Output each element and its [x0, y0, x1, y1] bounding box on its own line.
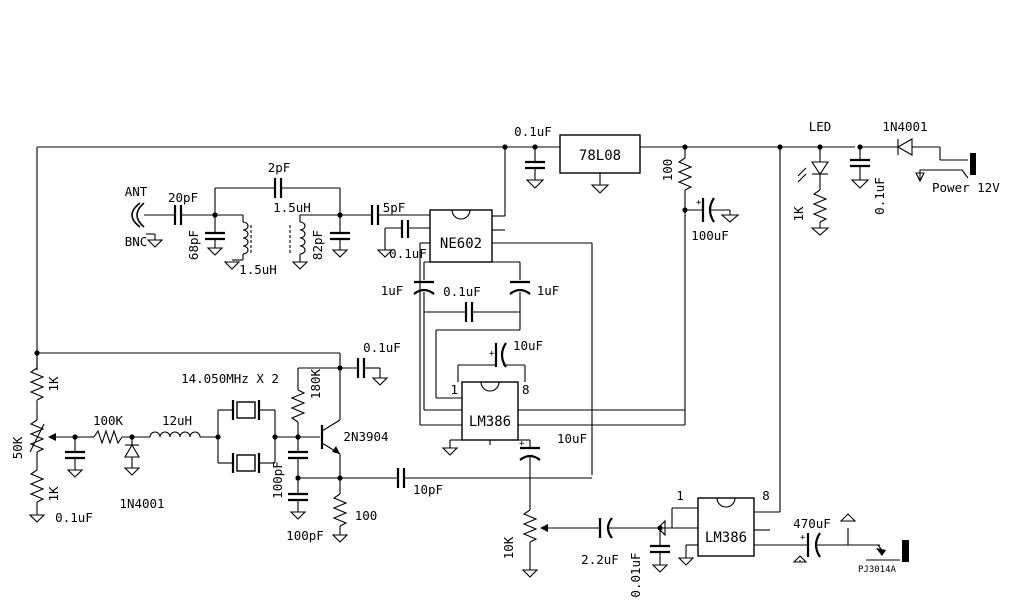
mix-out-cap-left-label: 1uF: [381, 283, 404, 298]
amp1-pin8: 8: [522, 382, 530, 397]
led-resistor-label: 1K: [791, 206, 806, 222]
ant-cap-label: 20pF: [168, 190, 198, 205]
regulator-label: 78L08: [579, 148, 621, 164]
tune-pot-label: 50K: [10, 436, 25, 459]
crystal-label: 14.050MHz X 2: [181, 371, 279, 386]
dec-resistor-label: 100: [660, 159, 675, 182]
tank1-cap-label: 68pF: [186, 230, 201, 260]
regulator-78l08: 78L08 0.1uF: [514, 124, 641, 194]
mix-out-cap-mid-label: 0.1uF: [443, 284, 481, 299]
audio-amp-2: LM386 1 8 470uF + PJ3014A: [657, 147, 909, 575]
transistor-label: 2N3904: [343, 429, 388, 444]
decouple-network: 100 100uF +: [660, 147, 740, 425]
mixer-bypass-cap-label: 0.1uF: [389, 246, 427, 261]
varactor-label: 1N4001: [119, 496, 164, 511]
amp2-label: LM386: [705, 530, 747, 546]
bias-resistor-label: 180K: [308, 368, 323, 399]
led-label: LED: [809, 119, 832, 134]
power-diode-label: 1N4001: [882, 119, 927, 134]
bnc-label: BNC: [125, 234, 148, 249]
crystal-oscillator: 14.050MHz X 2 180K 2N3904: [181, 340, 592, 543]
inductor2-label: 1.5uH: [273, 200, 311, 215]
varactor-resistor-label: 100K: [93, 413, 124, 428]
svg-text:+: +: [800, 533, 806, 543]
mixer-output-network: 1uF 1uF 0.1uF: [381, 280, 560, 411]
amp1-out-cap-label: 10uF: [557, 431, 587, 446]
power-cap-label: 0.1uF: [872, 177, 887, 215]
audio-amp-1: LM386 1 8 10uF + 10uF +: [441, 338, 685, 510]
osc-out-cap-label: 10pF: [413, 482, 443, 497]
osc-bypass-cap-label: 0.1uF: [363, 340, 401, 355]
volume-pot-label: 10K: [501, 536, 516, 559]
mix-out-cap-right-label: 1uF: [537, 283, 560, 298]
svg-text:+: +: [696, 198, 702, 208]
power-section: LED 1K 0.1uF 1N4001 Power 12V: [791, 119, 1000, 236]
amp2-in-cap-label: 0.01uF: [628, 552, 643, 597]
coupling-cap-label: 2pF: [268, 160, 291, 175]
amp1-pin1: 1: [450, 382, 458, 397]
tune-top-resistor-label: 1K: [46, 376, 61, 392]
reg-input-cap-label: 0.1uF: [514, 124, 552, 139]
feedback-cap2-label: 100pF: [286, 528, 324, 543]
emitter-resistor-label: 100: [355, 508, 378, 523]
mixer-label: NE602: [440, 236, 482, 252]
inductor1-label: 1.5uH: [239, 262, 277, 277]
volume-pot: 10K 2.2uF 0.01uF: [501, 509, 672, 598]
antenna-input: ANT BNC 20pF 68pF 1.5uH 2: [125, 160, 430, 277]
feedback-cap1-label: 100pF: [270, 461, 285, 499]
volume-cap-label: 2.2uF: [581, 552, 619, 567]
antenna-label: ANT: [125, 184, 148, 199]
amp1-bypass-cap-label: 10uF: [513, 338, 543, 353]
amp1-label: LM386: [469, 414, 511, 430]
svg-text:+: +: [489, 349, 495, 359]
amp2-out-cap-label: 470uF: [793, 516, 831, 531]
amp2-pin1: 1: [676, 488, 684, 503]
mixer-in-cap-label: 5pF: [383, 200, 406, 215]
tune-bypass-cap-label: 0.1uF: [55, 510, 93, 525]
power-jack-label: Power 12V: [932, 180, 1000, 195]
vfo-inductor-label: 12uH: [162, 413, 192, 428]
tune-bottom-resistor-label: 1K: [46, 486, 61, 502]
tuning-section: 1K 50K 1K 0.1uF 100K 1N4001 12uH: [10, 353, 221, 525]
reg-out-cap-label: 100uF: [691, 228, 729, 243]
headphone-jack-label: PJ3014A: [858, 565, 897, 575]
amp2-pin8: 8: [762, 488, 770, 503]
mixer-ne602: NE602: [419, 147, 593, 475]
tank2-cap-label: 82pF: [310, 230, 325, 260]
svg-text:+: +: [519, 439, 525, 449]
